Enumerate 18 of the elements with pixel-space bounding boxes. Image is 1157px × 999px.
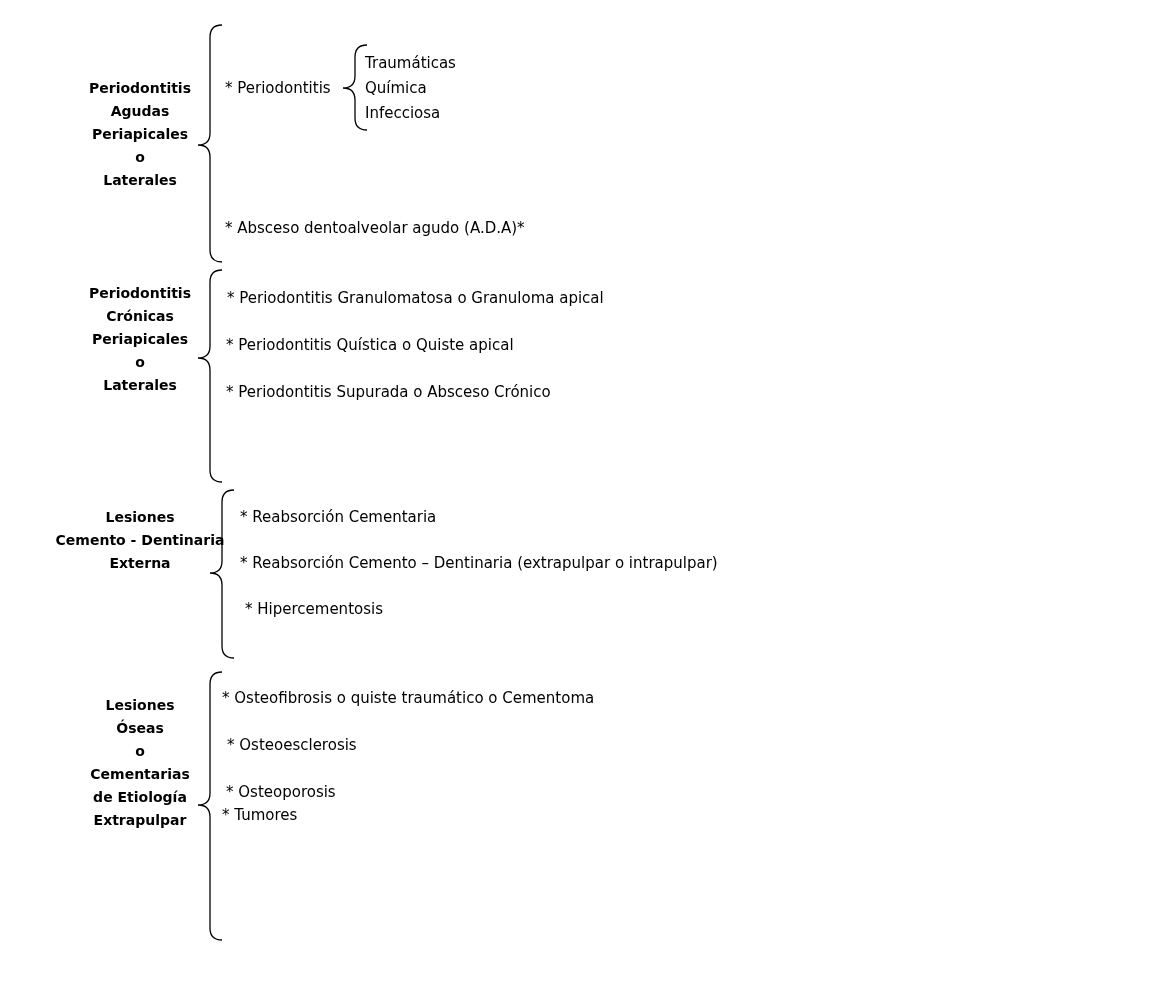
list-item: * Hipercementosis bbox=[245, 599, 383, 620]
list-item: Infecciosa bbox=[365, 103, 441, 124]
list-item: * Periodontitis Supurada o Absceso Crónico bbox=[226, 382, 551, 403]
list-item: Química bbox=[365, 78, 427, 99]
category-heading: Lesiones Óseas o Cementarias de Etiología Extrapulpar bbox=[90, 696, 190, 830]
list-item: * Periodontitis bbox=[225, 78, 331, 99]
list-item: * Reabsorción Cementaria bbox=[240, 507, 437, 528]
list-item: * Periodontitis Granulomatosa o Granuloma apical bbox=[227, 288, 604, 309]
list-item: * Reabsorción Cemento – Dentinaria (extrapulpar o intrapulpar) bbox=[240, 553, 718, 574]
category-heading: Periodontitis Crónicas Periapicales o Laterales bbox=[89, 284, 191, 395]
list-item: * Osteoesclerosis bbox=[227, 735, 357, 756]
list-item: * Osteoporosis bbox=[226, 782, 336, 803]
list-item: * Absceso dentoalveolar agudo (A.D.A)* bbox=[225, 218, 525, 239]
list-item: * Osteofibrosis o quiste traumático o Cementoma bbox=[222, 688, 595, 709]
list-item: * Tumores bbox=[222, 805, 298, 826]
list-item: * Periodontitis Quística o Quiste apical bbox=[226, 335, 514, 356]
category-heading: Periodontitis Agudas Periapicales o Laterales bbox=[89, 79, 191, 190]
list-item: Traumáticas bbox=[365, 53, 456, 74]
